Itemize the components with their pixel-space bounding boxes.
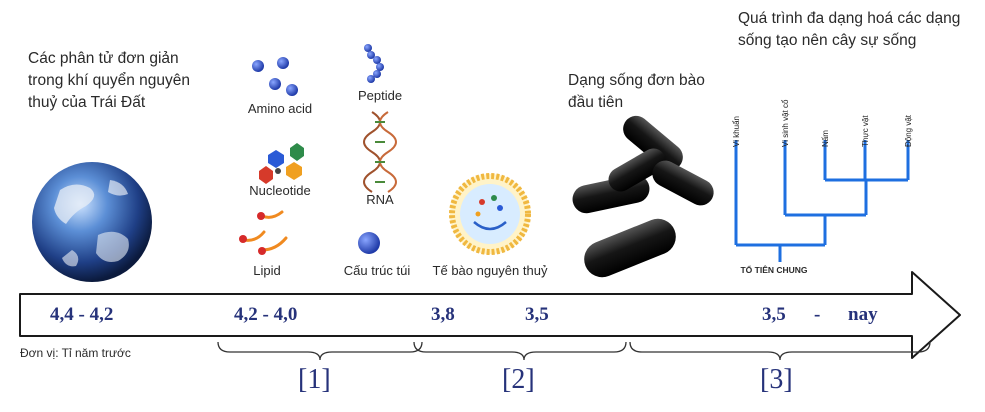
- single-cell-caption: Dạng sống đơn bào đầu tiên: [568, 72, 705, 111]
- protocell-icon: [449, 173, 531, 255]
- taxon-label-archaea: Vi sinh vật cổ: [781, 99, 790, 147]
- tree-caption: Quá trình đa dạng hoá các dạng sống tạo …: [738, 10, 961, 49]
- phase-label-1: [1]: [298, 364, 331, 395]
- amino-acid-label: Amino acid: [247, 101, 313, 116]
- protocell-label: Tế bào nguyên thuỷ: [432, 263, 548, 278]
- vesicle-label: Cấu trúc túi: [343, 263, 411, 278]
- nucleotide-label: Nucleotide: [249, 183, 311, 198]
- tick-label-3: 3,8: [431, 304, 455, 325]
- tick-label-now: nay: [848, 304, 878, 325]
- phylogenetic-tree-icon: [734, 140, 910, 262]
- timeline-arrow: [19, 271, 961, 359]
- phase-braces: [217, 341, 931, 361]
- vesicle-icon: [358, 232, 380, 254]
- bacteria-cells-icon: [572, 115, 714, 278]
- taxon-label-fungi: Nấm: [821, 130, 830, 147]
- nucleotide-icon: [259, 143, 304, 184]
- amino-acid-icon: [252, 57, 298, 96]
- tick-label-dash: -: [814, 304, 821, 325]
- tick-label-1: 4,4 - 4,2: [50, 304, 114, 325]
- earth-caption: Các phân tử đơn giản trong khí quyển ngu…: [28, 50, 191, 111]
- taxon-label-plants: Thực vật: [861, 115, 870, 147]
- unit-label: Đơn vị: Tỉ năm trước: [20, 346, 131, 360]
- tick-label-4: 3,5: [525, 304, 549, 325]
- lipid-label: Lipid: [253, 263, 281, 278]
- phase-label-3: [3]: [760, 364, 793, 395]
- rna-helix-icon: [363, 111, 397, 193]
- earth-globe-icon: [32, 162, 152, 282]
- common-ancestor-label: TỔ TIÊN CHUNG: [740, 265, 808, 275]
- tick-label-5: 3,5: [762, 304, 786, 325]
- peptide-icon: [364, 44, 384, 83]
- taxon-label-bacteria: Vi khuẩn: [732, 116, 741, 147]
- taxon-label-animals: Động vật: [904, 114, 913, 147]
- lipid-icon: [239, 210, 288, 255]
- peptide-label: Peptide: [357, 88, 403, 103]
- tick-label-2: 4,2 - 4,0: [234, 304, 298, 325]
- rna-label: RNA: [366, 192, 394, 207]
- phase-label-2: [2]: [502, 364, 535, 395]
